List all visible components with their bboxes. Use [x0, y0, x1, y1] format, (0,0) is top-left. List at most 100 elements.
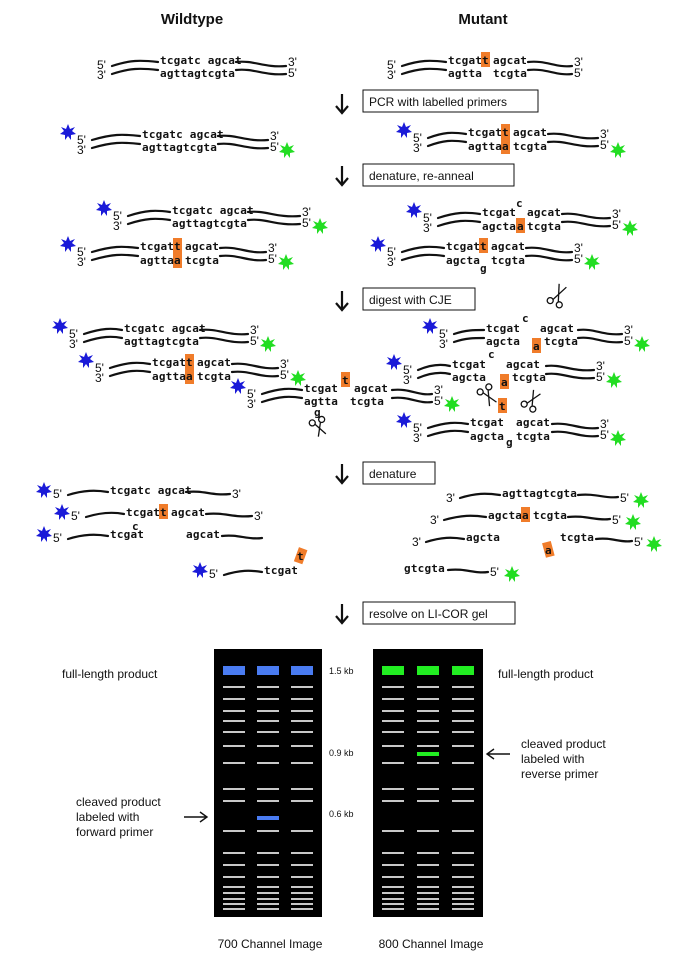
forward-label-icon — [36, 526, 52, 542]
three-prime-label: 3' — [387, 68, 396, 82]
three-prime-label: 3' — [612, 207, 621, 221]
three-prime-label: 3' — [600, 127, 609, 141]
mutation-marker — [479, 238, 488, 253]
five-prime-label: 5' — [620, 491, 629, 505]
sequence-top: tcgatc agcat — [160, 54, 242, 67]
three-prime-label: 3' — [446, 491, 455, 505]
five-prime-label: 5' — [77, 133, 86, 147]
step-box — [362, 601, 516, 625]
ladder-band — [223, 886, 245, 888]
ladder-band — [291, 710, 313, 712]
mutation-base: a — [174, 254, 181, 267]
reverse-label-icon — [634, 336, 650, 352]
ladder-band — [452, 788, 474, 790]
ladder-band — [452, 908, 474, 910]
cleaved-forward-label: labeled with — [76, 810, 139, 824]
three-prime-label: 3' — [270, 129, 279, 143]
ladder-band — [223, 908, 245, 910]
ladder-band — [291, 886, 313, 888]
ladder-band — [257, 886, 279, 888]
forward-label-icon — [230, 378, 246, 394]
ladder-band — [452, 800, 474, 802]
sequence-top: tcgat — [304, 382, 338, 395]
ladder-band — [291, 745, 313, 747]
five-prime-label: 5' — [209, 567, 218, 581]
full-length-label-right: full-length product — [498, 667, 594, 681]
sequence-bottom: tcgta — [512, 371, 546, 384]
sequence-top: tcgatc agcat — [110, 484, 192, 497]
sequence-bottom: agtta — [140, 254, 174, 267]
ladder-band — [257, 800, 279, 802]
ladder-band — [382, 898, 404, 900]
mutant-dna: 5' 3' tcgat t agcat agtta tcgta 3' 5' — [387, 52, 583, 82]
reverse-label-icon — [625, 514, 641, 530]
size-marker-0-9kb: 0.9 kb — [329, 748, 354, 758]
step-denature: denature — [335, 461, 436, 485]
ladder-band — [257, 830, 279, 832]
ladder-band — [257, 686, 279, 688]
five-prime-label: 5' — [53, 531, 62, 545]
sequence-top: tcgatc agcat — [172, 204, 254, 217]
ladder-band — [452, 852, 474, 854]
mutation-base: a — [545, 544, 552, 557]
size-marker-1-5kb: 1.5 kb — [329, 666, 354, 676]
ladder-band — [452, 898, 474, 900]
scissors-icon — [308, 415, 327, 437]
ladder-band — [417, 892, 439, 894]
cleaved-forward-label: cleaved product — [76, 795, 161, 809]
five-prime-label: 5' — [77, 245, 86, 259]
sequence-top: agcat — [516, 416, 550, 429]
sequence-bottom: tcgta — [527, 220, 561, 233]
ladder-band — [257, 864, 279, 866]
five-prime-label: 5' — [600, 138, 609, 152]
three-prime-label: 3' — [254, 509, 263, 523]
three-prime-label: 3' — [413, 141, 422, 155]
wildtype-homoduplex: 5' 3' tcgatc agcat agttagtcgta 3' 5' — [96, 200, 328, 234]
five-prime-label: 5' — [624, 334, 633, 348]
ladder-band — [382, 745, 404, 747]
mismatch-loop: g — [480, 262, 487, 275]
full-length-band — [291, 666, 313, 675]
sequence-bottom: tcgta — [544, 335, 578, 348]
sequence-top: agcat — [197, 356, 231, 369]
ladder-band — [382, 903, 404, 905]
five-prime-label: 5' — [53, 487, 62, 501]
mutant-heteroduplex-g: 5' 3' tcgat t agcat agcta g tcgta 3' 5' — [370, 236, 600, 275]
sequence-top: agcat — [185, 240, 219, 253]
sequence-top: agcat — [540, 322, 574, 335]
five-prime-label: 5' — [288, 66, 297, 80]
ladder-band — [291, 898, 313, 900]
ladder-band — [452, 698, 474, 700]
ladder-band — [417, 762, 439, 764]
sequence-bottom: tcgta — [560, 531, 594, 544]
ladder-band — [452, 710, 474, 712]
ladder-band — [257, 720, 279, 722]
forward-label-icon — [406, 202, 422, 218]
wildtype-dna: 5' 3' tcgatc agcat agttagtcgta 3' 5' — [97, 54, 297, 82]
mismatch-loop: c — [522, 312, 529, 325]
sequence-bottom: agcta — [470, 430, 504, 443]
mutation-base: a — [186, 370, 193, 383]
ladder-band — [382, 830, 404, 832]
three-prime-label: 3' — [387, 255, 396, 269]
ladder-band — [382, 720, 404, 722]
forward-label-icon — [396, 122, 412, 138]
five-prime-label: 5' — [71, 509, 80, 523]
ladder-band — [291, 852, 313, 854]
mismatch-loop: g — [506, 436, 513, 449]
mutation-marker — [159, 504, 168, 519]
three-prime-label: 3' — [574, 241, 583, 255]
scissors-icon — [520, 389, 541, 413]
mutation-base: t — [160, 506, 167, 519]
sequence-top: agcat — [527, 206, 561, 219]
sequence-top: agcat — [513, 126, 547, 139]
ladder-band — [452, 720, 474, 722]
three-prime-label: 3' — [232, 487, 241, 501]
step-label: resolve on LI-COR gel — [369, 607, 488, 621]
mutation-marker — [481, 52, 490, 67]
wildtype-single-strands: 5' tcgatc agcat 3' 5' tcgat t agcat 3' 5… — [36, 482, 308, 581]
ladder-band — [291, 830, 313, 832]
ladder-band — [223, 710, 245, 712]
ladder-band — [223, 903, 245, 905]
sequence-bottom: agttagtcgta — [160, 67, 235, 80]
